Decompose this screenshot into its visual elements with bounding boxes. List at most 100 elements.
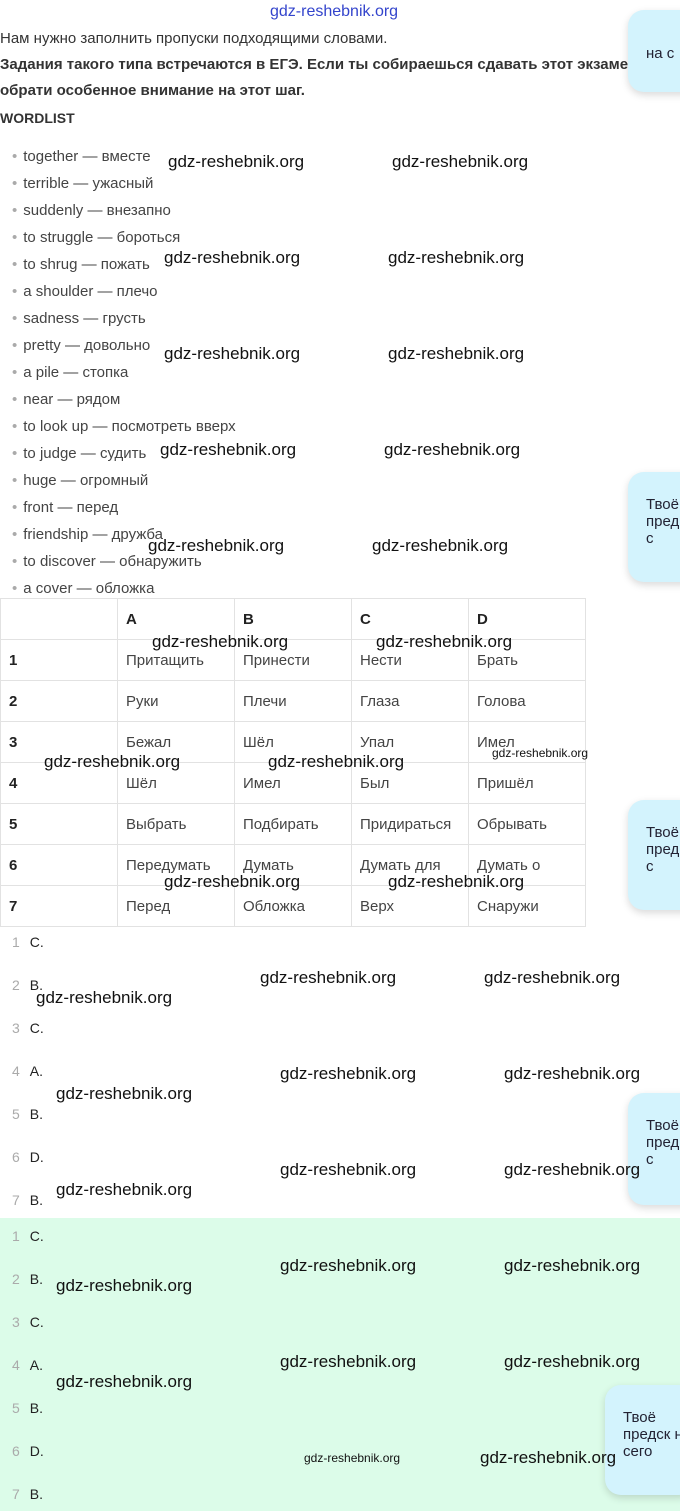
wordlist-item: to discover — обнаружить xyxy=(12,553,201,570)
watermark: gdz-reshebnik.org xyxy=(164,248,301,267)
wordlist-item: pretty — довольно xyxy=(12,337,150,354)
watermark: gdz-reshebnik.org xyxy=(260,968,397,987)
wordlist-item: to judge — судить xyxy=(12,445,146,462)
wordlist-item: a cover — обложка xyxy=(12,580,154,597)
table-cell: 6 xyxy=(0,844,118,886)
table-cell: Шёл xyxy=(117,762,235,804)
watermark: gdz-reshebnik.org xyxy=(388,344,525,363)
answer-number: 1 xyxy=(12,1228,20,1244)
answer-value: B. xyxy=(29,1486,44,1502)
wordlist-item: to struggle — бороться xyxy=(12,229,180,246)
watermark: gdz-reshebnik.org xyxy=(168,152,305,171)
watermark: gdz-reshebnik.org xyxy=(484,968,621,987)
answer-number: 4 xyxy=(12,1357,20,1373)
watermark: gdz-reshebnik.org xyxy=(384,440,521,459)
table-cell: Перед xyxy=(117,885,235,927)
answer-value: D. xyxy=(29,1149,44,1165)
hint-bubble[interactable]: Твоё пред на с xyxy=(628,472,680,582)
answer-item: 6 D. xyxy=(12,1149,44,1165)
answer-item: 6 D. xyxy=(12,1443,44,1459)
answer-value: B. xyxy=(29,1192,44,1208)
wordlist-item: a pile — стопка xyxy=(12,364,128,381)
watermark: gdz-reshebnik.org xyxy=(164,344,301,363)
wordlist-item: friendship — дружба xyxy=(12,526,163,543)
table-cell: Выбрать xyxy=(117,803,235,845)
table-cell: Придираться xyxy=(351,803,469,845)
watermark: gdz-reshebnik.org xyxy=(56,1180,193,1199)
watermark: gdz-reshebnik.org xyxy=(44,752,181,771)
watermark: gdz-reshebnik.org xyxy=(388,248,525,267)
checked-answers-panel xyxy=(0,1218,680,1511)
answer-number: 5 xyxy=(12,1106,20,1122)
answer-item: 7 B. xyxy=(12,1192,43,1208)
table-cell: Нести xyxy=(351,639,469,681)
table-cell: Верх xyxy=(351,885,469,927)
watermark: gdz-reshebnik.org xyxy=(56,1276,193,1295)
answer-number: 7 xyxy=(12,1486,20,1502)
hint-bubble[interactable]: Твоё пред на с xyxy=(628,800,680,910)
table-cell: 5 xyxy=(0,803,118,845)
table-cell: Плечи xyxy=(234,680,352,722)
answer-value: B. xyxy=(29,1400,44,1416)
answer-value: D. xyxy=(29,1443,44,1459)
answer-number: 5 xyxy=(12,1400,20,1416)
table-cell: Глаза xyxy=(351,680,469,722)
watermark: gdz-reshebnik.org xyxy=(304,1451,401,1465)
watermark: gdz-reshebnik.org xyxy=(480,1448,617,1467)
table-cell: 7 xyxy=(0,885,118,927)
wordlist-item: near — рядом xyxy=(12,391,120,408)
answer-value: C. xyxy=(29,1020,44,1036)
watermark: gdz-reshebnik.org xyxy=(504,1160,641,1179)
hint-bubble[interactable]: на с xyxy=(628,10,680,92)
note-line-2: обрати особенное внимание на этот шаг. xyxy=(0,82,305,99)
wordlist-item: huge — огромный xyxy=(12,472,148,489)
watermark: gdz-reshebnik.org xyxy=(388,872,525,891)
table-cell: Обложка xyxy=(234,885,352,927)
watermark: gdz-reshebnik.org xyxy=(504,1256,641,1275)
wordlist-item: terrible — ужасный xyxy=(12,175,153,192)
watermark: gdz-reshebnik.org xyxy=(492,746,589,760)
wordlist-item: a shoulder — плечо xyxy=(12,283,157,300)
wordlist-item: to shrug — пожать xyxy=(12,256,150,273)
answer-number: 6 xyxy=(12,1149,20,1165)
table-cell: Голова xyxy=(468,680,586,722)
table-cell: 2 xyxy=(0,680,118,722)
wordlist-title: WORDLIST xyxy=(0,110,75,126)
table-cell: Бежал xyxy=(117,721,235,763)
table-cell: Имел xyxy=(468,721,586,763)
watermark: gdz-reshebnik.org xyxy=(504,1064,641,1083)
watermark: gdz-reshebnik.org xyxy=(280,1064,417,1083)
table-cell: Шёл xyxy=(234,721,352,763)
watermark: gdz-reshebnik.org xyxy=(152,632,289,651)
table-cell: Думать о xyxy=(468,844,586,886)
answer-value: B. xyxy=(29,977,44,993)
hint-bubble[interactable]: Твоё предск на сего xyxy=(605,1385,680,1495)
answer-number: 2 xyxy=(12,1271,20,1287)
watermark: gdz-reshebnik.org xyxy=(56,1084,193,1103)
answer-number: 7 xyxy=(12,1192,20,1208)
wordlist-item: suddenly — внезапно xyxy=(12,202,171,219)
table-header-cell xyxy=(0,598,118,640)
answer-number: 6 xyxy=(12,1443,20,1459)
wordlist-item: sadness — грусть xyxy=(12,310,145,327)
answer-value: B. xyxy=(29,1106,44,1122)
table-cell: Думать xyxy=(234,844,352,886)
table-cell: Думать для xyxy=(351,844,469,886)
table-header-cell: C xyxy=(351,598,469,640)
table-cell: 1 xyxy=(0,639,118,681)
watermark: gdz-reshebnik.org xyxy=(376,632,513,651)
answer-number: 1 xyxy=(12,934,20,950)
hint-bubble[interactable]: Твоё пред на с xyxy=(628,1093,680,1205)
